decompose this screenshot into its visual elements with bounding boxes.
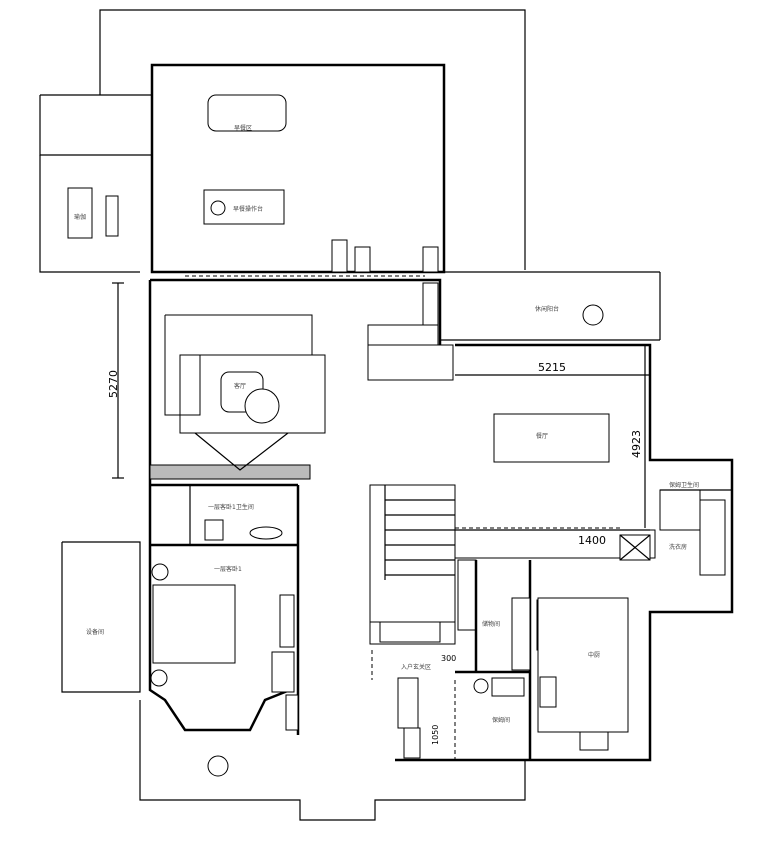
breakfast-table — [207, 94, 287, 132]
dim-entrance-300: 300 — [441, 654, 456, 663]
outer-walls — [39, 9, 734, 821]
label-yoga: 瑜伽 — [74, 213, 86, 221]
label-dining-room: 餐厅 — [536, 432, 548, 440]
dining-table — [493, 413, 610, 463]
label-living-room: 客厅 — [234, 382, 246, 390]
label-kitchen: 中厨 — [588, 651, 600, 659]
label-guest-bath: 一层客卧1卫生间 — [208, 503, 254, 511]
label-equipment-room: 设备间 — [86, 628, 104, 636]
bed — [152, 584, 236, 664]
dim-kitchen-gap: 1400 — [578, 534, 606, 547]
dim-dining-depth: 4923 — [630, 430, 643, 458]
dim-dining-width: 5215 — [538, 361, 566, 374]
label-laundry: 洗衣房 — [669, 543, 687, 551]
label-breakfast-area: 早餐区 — [234, 124, 252, 132]
label-storage-room: 储物间 — [482, 620, 500, 628]
label-breakfast-counter: 早餐操作台 — [233, 205, 263, 213]
furniture — [67, 94, 629, 777]
label-guest-bedroom: 一层客卧1 — [214, 565, 242, 573]
kitchen-island — [537, 597, 629, 733]
yoga-mat — [67, 187, 93, 239]
room-labels: 早餐区 早餐操作台 瑜伽 客厅 休闲阳台 餐厅 一层客卧1卫生间 一层客卧1 设… — [74, 124, 699, 724]
dim-living-height: 5270 — [107, 370, 120, 398]
label-entrance: 入户玄关区 — [401, 663, 431, 671]
label-nanny-room: 保姆间 — [492, 716, 510, 724]
dim-entrance-1050: 1050 — [431, 725, 440, 745]
dimension-labels: 5270 5215 4923 1400 300 1050 — [107, 345, 650, 745]
label-nanny-bath: 保姆卫生间 — [669, 481, 699, 489]
label-leisure-balcony: 休闲阳台 — [535, 305, 559, 313]
stairs — [384, 485, 455, 580]
